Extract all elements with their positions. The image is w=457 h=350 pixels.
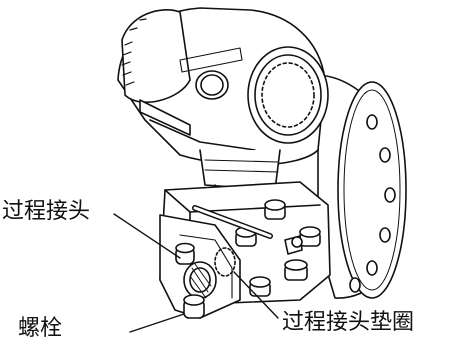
capsule-bolt	[284, 259, 308, 281]
flange-hole	[366, 260, 378, 276]
flange-hole	[379, 147, 391, 163]
vent-valve	[284, 235, 303, 255]
capsule-bolt	[264, 199, 286, 220]
gasket-outline	[214, 247, 236, 277]
label-process-connector-gasket: 过程接头垫圈	[282, 310, 415, 335]
process-connector	[159, 214, 241, 319]
capsule-bolt	[299, 226, 321, 247]
flange-hole	[349, 277, 361, 293]
electronics-housing	[117, 7, 329, 166]
flange-hole	[379, 227, 391, 243]
connector-bolt	[175, 242, 195, 265]
leader-lines	[113, 213, 279, 333]
leader-process-connector	[113, 213, 181, 259]
label-bolt: 螺栓	[18, 316, 63, 341]
leader-gasket	[233, 271, 279, 319]
flange-hole	[384, 187, 396, 203]
capsule-bolt	[249, 276, 271, 297]
leader-bolt	[129, 313, 185, 333]
flange-hole	[366, 114, 378, 130]
label-process-connector: 过程接头	[2, 199, 91, 224]
flange	[317, 74, 407, 299]
connector-bolt	[183, 294, 205, 319]
